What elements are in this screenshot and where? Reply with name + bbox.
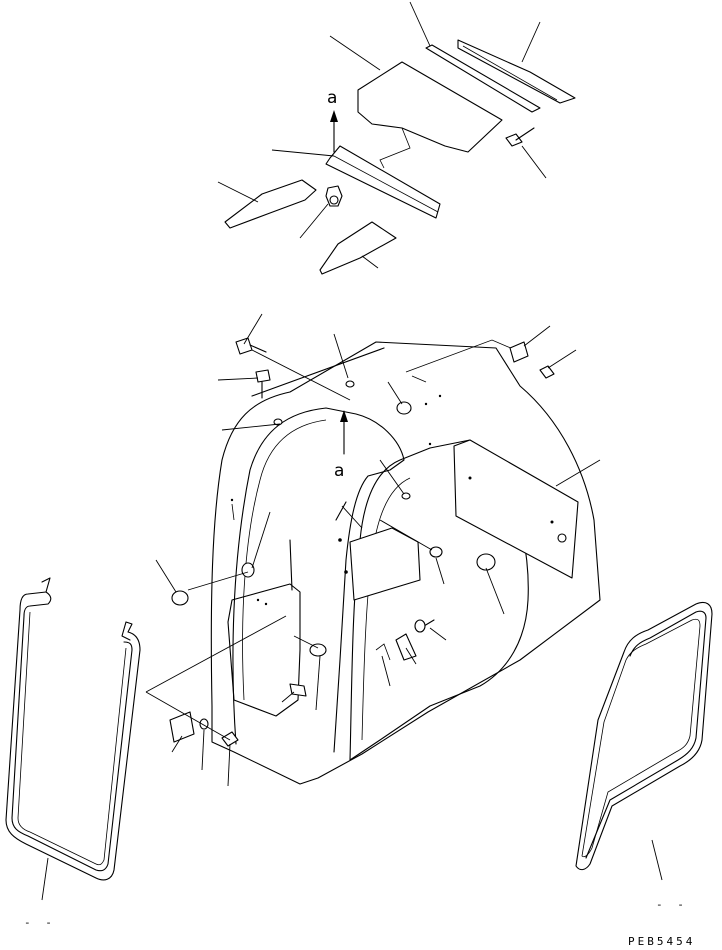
view-arrow-cab: a (334, 410, 348, 481)
view-marker-top-label: a (327, 88, 337, 108)
roof-latch (509, 341, 529, 363)
lock-plate (169, 711, 195, 743)
door-plug (429, 546, 443, 558)
right-window-seal (575, 601, 713, 871)
door-glass (349, 527, 421, 601)
cab-bolt-upper (235, 337, 253, 355)
rear-trim-strip (457, 39, 576, 104)
left-side-trim (224, 179, 317, 229)
roof-latch-screw (539, 365, 555, 379)
cab-bolt-vertical (255, 369, 271, 383)
lower-side-trim (319, 221, 397, 275)
left-window-seal (5, 577, 141, 881)
drawing-code: PEB5454 (628, 935, 695, 948)
trim-screw (505, 133, 523, 147)
left-side-window (227, 583, 301, 717)
striker-plate (395, 633, 417, 661)
front-window-frame (232, 407, 405, 753)
view-marker-cab-label: a (334, 461, 344, 481)
roof-plug (396, 401, 412, 415)
cab-outline (210, 341, 601, 785)
top-leader-lines (217, 1, 547, 269)
rear-plug (476, 553, 496, 571)
left-frame-mark: - - (24, 916, 56, 929)
cab-leader-lines (145, 313, 601, 787)
cab-fasteners (169, 337, 555, 747)
view-arrow-top: a (327, 88, 338, 153)
rear-cover-panel (453, 439, 579, 579)
roof-liner-panel (357, 61, 503, 153)
floor-bolt (289, 683, 307, 697)
roof-trim-assembly (224, 39, 576, 275)
right-frame-mark: - - (656, 898, 688, 911)
side-plug-left (171, 590, 189, 606)
